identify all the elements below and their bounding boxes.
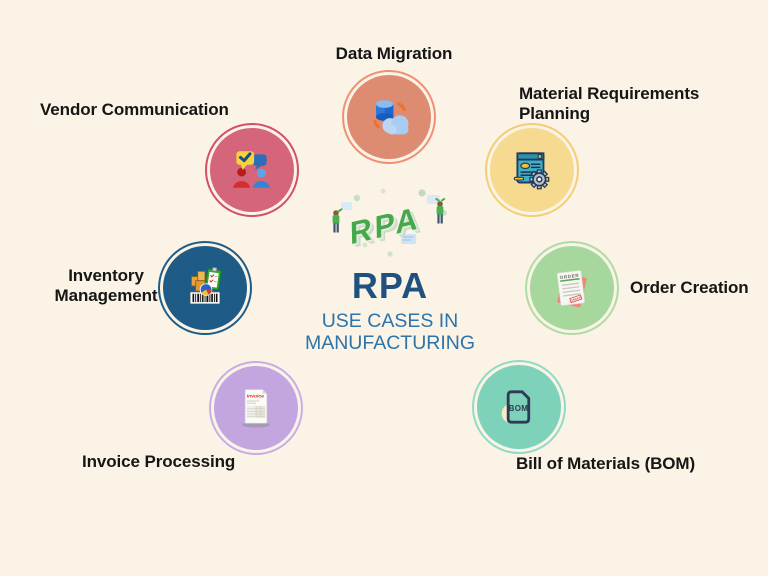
page-subtitle: USE CASES IN MANUFACTURING bbox=[304, 310, 476, 354]
label-vendor-communication: Vendor Communication bbox=[40, 100, 229, 119]
node-data-migration bbox=[342, 70, 436, 164]
svg-text:BOM: BOM bbox=[509, 404, 529, 413]
node-circle-vendor-communication bbox=[210, 128, 294, 212]
node-order-creation: ORDER ORDER bbox=[525, 241, 619, 335]
page-title: RPA bbox=[351, 265, 429, 306]
node-circle-order-creation: ORDER ORDER bbox=[530, 246, 614, 330]
invoice-document-icon: Invoice bbox=[241, 389, 271, 428]
rpa-illustration-decor bbox=[332, 188, 447, 257]
node-circle-material-requirements-planning bbox=[490, 128, 574, 212]
node-inventory-management bbox=[158, 241, 252, 335]
people-chat-icon bbox=[233, 151, 270, 188]
label-data-migration: Data Migration bbox=[335, 44, 453, 63]
order-document-icon: ORDER ORDER bbox=[556, 270, 587, 308]
svg-text:ORDER: ORDER bbox=[570, 295, 582, 303]
rpa-illustration: RPA bbox=[323, 182, 457, 268]
cloud-database-sync-icon bbox=[373, 100, 409, 135]
label-invoice-processing: Invoice Processing bbox=[82, 452, 236, 471]
node-circle-inventory-management bbox=[163, 246, 247, 330]
bom-file-icon: BOM bbox=[501, 390, 531, 424]
node-circle-bill-of-materials: BOM bbox=[477, 365, 561, 449]
label-material-requirements-planning: Material Requirements Planning bbox=[519, 84, 700, 123]
node-material-requirements-planning bbox=[485, 123, 579, 217]
inventory-boxes-icon bbox=[190, 267, 222, 304]
person-right bbox=[435, 197, 446, 224]
document-gear-icon bbox=[513, 152, 550, 190]
label-order-creation: Order Creation bbox=[630, 278, 749, 297]
node-circle-data-migration bbox=[347, 75, 431, 159]
label-bill-of-materials: Bill of Materials (BOM) bbox=[516, 454, 696, 473]
person-left bbox=[332, 208, 343, 233]
node-circle-invoice-processing: Invoice bbox=[214, 366, 298, 450]
node-invoice-processing: Invoice bbox=[209, 361, 303, 455]
label-inventory-management: Inventory Management bbox=[54, 266, 158, 305]
node-vendor-communication bbox=[205, 123, 299, 217]
node-bill-of-materials: BOM bbox=[472, 360, 566, 454]
svg-text:Invoice: Invoice bbox=[247, 394, 264, 400]
svg-text:ORDER: ORDER bbox=[559, 273, 579, 280]
